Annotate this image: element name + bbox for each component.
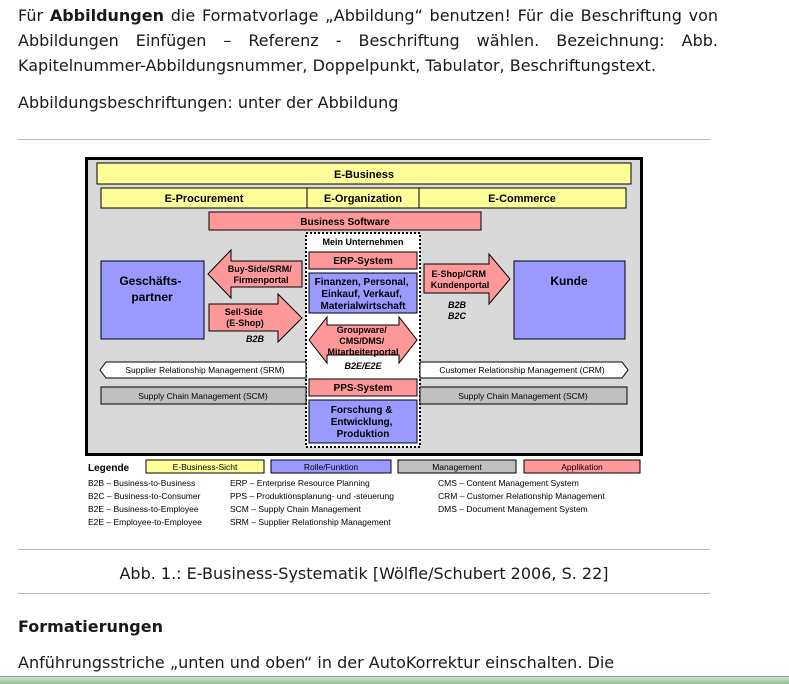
groupware-line-1: Groupware/ xyxy=(337,325,388,335)
legend-swatch-rolle xyxy=(270,459,392,474)
srm-band xyxy=(99,361,307,379)
intro-paragraph: Für Abbildungen die Formatvorlage „Abbil… xyxy=(18,3,718,78)
pps-label: PPS-System xyxy=(334,383,393,394)
forschung-box xyxy=(308,399,418,444)
intro-prefix: Für xyxy=(18,6,50,25)
finanzen-label: Finanzen, Personal, Einkauf, Verkauf, Ma… xyxy=(315,277,412,312)
legend-abbreviations-col2: ERP – Enterprise Resource Planning PPS –… xyxy=(230,478,394,527)
legend-item-management: Management xyxy=(432,462,482,472)
abbr-b2b: B2B – Business-to-Business xyxy=(88,478,195,488)
legend-abbreviations-col3: CMS – Content Management System CRM – Cu… xyxy=(438,478,605,514)
business-software-label: Business Software xyxy=(300,217,390,228)
section-heading: Formatierungen xyxy=(18,617,163,636)
pps-box xyxy=(308,378,418,397)
b2b-left-label: B2B xyxy=(246,334,265,344)
abbr-pps: PPS – Produktionsplanung- und -steuerung xyxy=(230,491,394,501)
legend-item-ebusiness: E-Business-Sicht xyxy=(173,462,238,472)
sellside-arrow xyxy=(208,292,303,344)
partner-box xyxy=(100,260,205,340)
business-software-bar xyxy=(208,211,482,231)
abbr-b2c: B2C – Business-to-Consumer xyxy=(88,491,201,501)
abbr-cms: CMS – Content Management System xyxy=(438,478,579,488)
legend-abbreviations-col1: B2B – Business-to-Business B2C – Busines… xyxy=(88,478,202,527)
caption-rule-paragraph: Abbildungsbeschriftungen: unter der Abbi… xyxy=(18,93,399,112)
sellside-line-2: (E-Shop) xyxy=(226,318,264,328)
separator-top xyxy=(18,139,710,140)
scm-right-label: Supply Chain Management (SCM) xyxy=(458,391,588,401)
groupware-arrow xyxy=(308,315,418,365)
finanzen-box xyxy=(308,272,418,314)
formatting-paragraph: Anführungsstriche „unten und oben“ in de… xyxy=(18,653,615,672)
scm-left-bar xyxy=(100,386,307,405)
b2b-right-label: B2B xyxy=(448,300,467,310)
partner-label: Geschäfts- partner xyxy=(119,274,184,304)
buyside-line-2: Firmenportal xyxy=(233,275,288,285)
scm-right-bar xyxy=(419,386,628,405)
srm-label: Supplier Relationship Management (SRM) xyxy=(125,365,284,375)
partner-line-2: partner xyxy=(131,290,173,304)
legend-item-rolle: Rolle/Funktion xyxy=(304,462,359,472)
abbr-e2e: E2E – Employee-to-Employee xyxy=(88,517,202,527)
sellside-label: Sell-Side (E-Shop) xyxy=(225,307,266,328)
erp-box xyxy=(308,251,418,270)
separator-caption-top xyxy=(18,549,710,550)
commerce-bar xyxy=(418,187,627,209)
crm-band xyxy=(419,361,629,379)
groupware-line-3: Mitarbeiterportal xyxy=(327,347,398,357)
forschung-line-1: Forschung & xyxy=(331,405,393,416)
abbr-erp: ERP – Enterprise Resource Planning xyxy=(230,478,370,488)
ebusiness-figure: E-Business E-Procurement E-Organization … xyxy=(85,157,643,527)
partner-line-1: Geschäfts- xyxy=(119,274,181,288)
legend-swatch-management xyxy=(397,459,517,474)
abbr-b2e: B2E – Business-to-Employee xyxy=(88,504,199,514)
eshop-arrow xyxy=(423,252,511,306)
finanzen-line-2: Einkauf, Verkauf, xyxy=(321,289,402,300)
kunde-box xyxy=(513,260,626,340)
kunde-label: Kunde xyxy=(550,274,588,288)
crm-label: Customer Relationship Management (CRM) xyxy=(439,365,605,375)
organization-label: E-Organization xyxy=(324,193,403,205)
abbr-scm: SCM – Supply Chain Management xyxy=(230,504,362,514)
erp-label: ERP-System xyxy=(333,256,393,267)
mein-unternehmen-label: Mein Unternehmen xyxy=(322,237,403,247)
intro-bold: Abbildungen xyxy=(49,6,164,25)
legend-title: Legende xyxy=(88,463,130,474)
figure-caption: Abb. 1.: E-Business-Systematik [Wölfle/S… xyxy=(119,564,609,583)
b2c-right-label: B2C xyxy=(448,311,467,321)
buyside-label: Buy-Side/SRM/ Firmenportal xyxy=(228,264,295,285)
window-bottom-edge xyxy=(0,676,789,684)
groupware-label: Groupware/ CMS/DMS/ Mitarbeiterportal xyxy=(327,325,398,357)
forschung-label: Forschung & Entwicklung, Produktion xyxy=(331,405,395,440)
legend-item-applikation: Applikation xyxy=(561,462,603,472)
eshop-line-2: Kundenportal xyxy=(431,280,490,290)
forschung-line-2: Entwicklung, xyxy=(331,417,393,428)
b2e-e2e-label: B2E/E2E xyxy=(344,361,382,371)
finanzen-line-3: Materialwirtschaft xyxy=(320,301,406,312)
procurement-label: E-Procurement xyxy=(165,193,244,205)
intro-rest: die Formatvorlage „Abbildung“ benutzen! … xyxy=(18,6,719,75)
legend-swatch-ebusiness xyxy=(145,459,265,474)
abbr-crm: CRM – Customer Relationship Management xyxy=(438,491,605,501)
ebusiness-label: E-Business xyxy=(334,169,394,181)
finanzen-line-1: Finanzen, Personal, xyxy=(315,277,409,288)
legend-swatch-applikation xyxy=(523,459,641,474)
separator-caption-bottom xyxy=(18,593,710,594)
commerce-label: E-Commerce xyxy=(488,193,556,205)
sellside-line-1: Sell-Side xyxy=(225,307,263,317)
eshop-line-1: E-Shop/CRM xyxy=(431,269,486,279)
eshop-label: E-Shop/CRM Kundenportal xyxy=(431,269,490,290)
forschung-line-3: Produktion xyxy=(337,429,390,440)
abbr-dms: DMS – Document Management System xyxy=(438,504,588,514)
buyside-line-1: Buy-Side/SRM/ xyxy=(228,264,293,274)
buyside-arrow xyxy=(207,248,303,300)
scm-left-label: Supply Chain Management (SCM) xyxy=(138,391,268,401)
abbr-srm: SRM – Supplier Relationship Management xyxy=(230,517,391,527)
ebusiness-bar xyxy=(96,162,632,185)
groupware-line-2: CMS/DMS/ xyxy=(339,336,384,346)
